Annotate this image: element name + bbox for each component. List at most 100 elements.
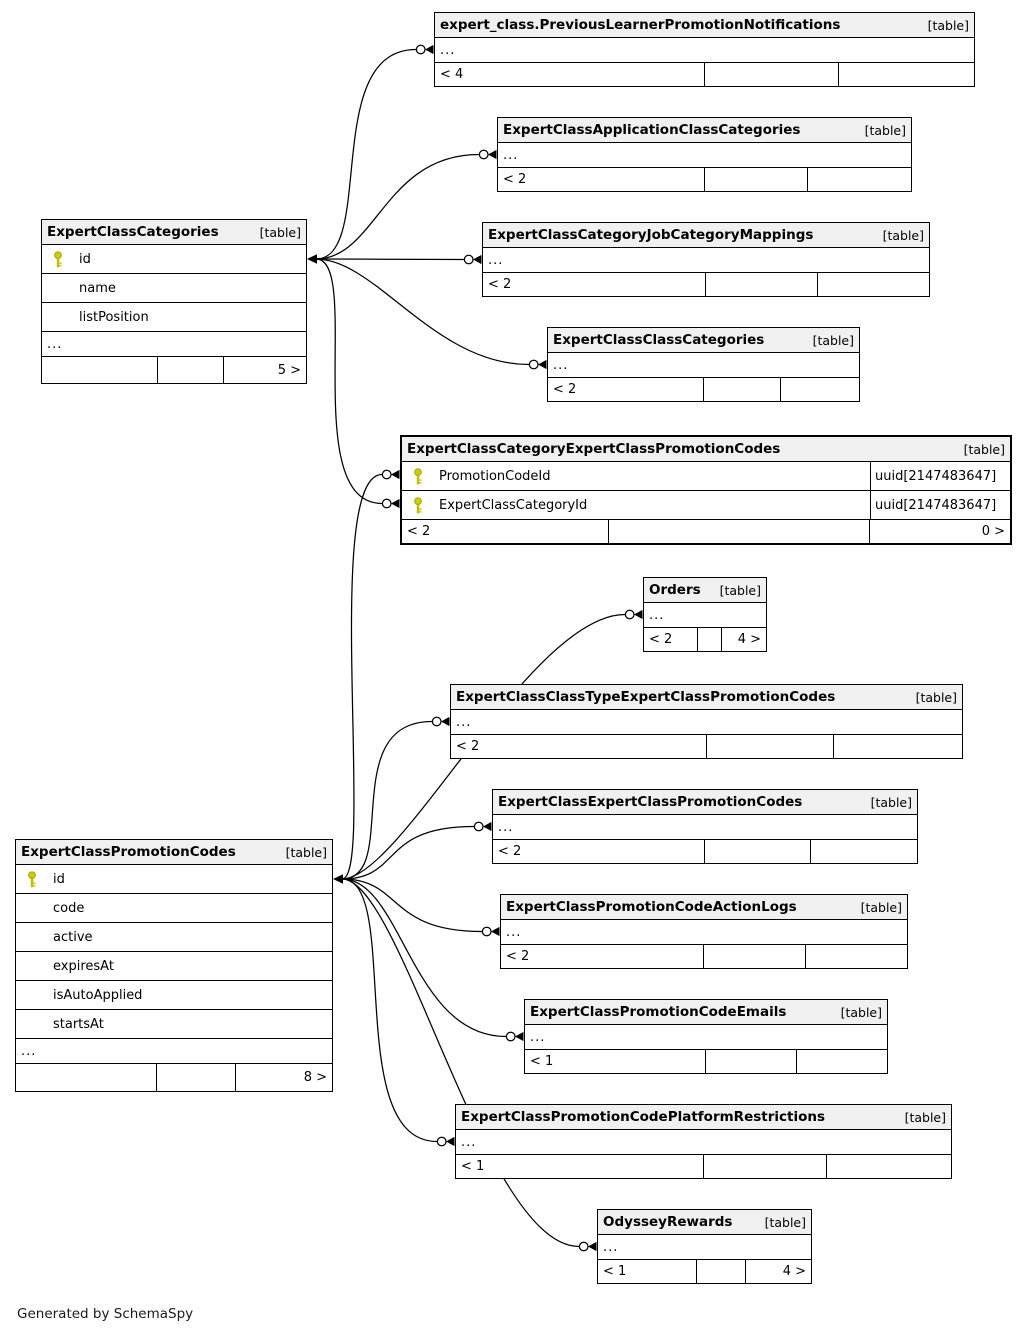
table-header: Orders [table] bbox=[644, 578, 766, 603]
table-odyssey-rewards[interactable]: OdysseyRewards [table] ... < 1 4 > bbox=[597, 1209, 812, 1284]
footer-left: < 2 bbox=[451, 735, 707, 758]
footer-row: < 4 bbox=[435, 63, 974, 86]
ellipsis-row: ... bbox=[435, 38, 974, 63]
footer-right bbox=[834, 735, 962, 758]
ellipsis-row: ... bbox=[498, 143, 911, 168]
table-tag: [table] bbox=[764, 1214, 806, 1230]
table-expert-class-category-expert-class-promotion-codes[interactable]: ExpertClassCategoryExpertClassPromotionC… bbox=[400, 435, 1012, 545]
footer-row: < 2 bbox=[483, 273, 929, 296]
footer-row: 8 > bbox=[16, 1064, 332, 1091]
footer-row: 5 > bbox=[42, 357, 306, 383]
relationship-curve bbox=[341, 878, 438, 1143]
ellipsis-row: ... bbox=[644, 603, 766, 628]
table-title: ExpertClassApplicationClassCategories bbox=[503, 122, 801, 138]
table-orders[interactable]: Orders [table] ... < 2 4 > bbox=[643, 577, 767, 652]
relationship-circle bbox=[478, 149, 489, 160]
relationship-arrowhead bbox=[588, 1241, 597, 1252]
footer-mid bbox=[704, 1155, 828, 1178]
table-title: ExpertClassPromotionCodes bbox=[21, 844, 236, 860]
relationship-curve bbox=[315, 258, 383, 505]
footer-mid bbox=[705, 840, 811, 863]
footer-row: < 2 bbox=[493, 840, 917, 863]
table-header: ExpertClassPromotionCodes [table] bbox=[16, 840, 332, 865]
footer-mid bbox=[705, 63, 840, 86]
footer-right: 0 > bbox=[981, 524, 1005, 539]
relationship-curve bbox=[315, 153, 480, 260]
relationship-circle bbox=[481, 926, 492, 937]
footer-left: < 1 bbox=[525, 1050, 706, 1073]
table-tag: [table] bbox=[840, 1004, 882, 1020]
footer-mid bbox=[706, 1050, 797, 1073]
table-tag: [table] bbox=[927, 17, 969, 33]
relationship-circle bbox=[415, 44, 426, 55]
table-header: ExpertClassPromotionCodePlatformRestrict… bbox=[456, 1105, 951, 1130]
relationship-circle bbox=[473, 821, 484, 832]
footer-left: < 4 bbox=[435, 63, 705, 86]
table-expert-class-expert-class-promotion-codes[interactable]: ExpertClassExpertClassPromotionCodes [ta… bbox=[492, 789, 918, 864]
table-expert-class-category-job-category-mappings[interactable]: ExpertClassCategoryJobCategoryMappings [… bbox=[482, 222, 930, 297]
footer-left: < 2 bbox=[644, 628, 698, 651]
relationship-circle bbox=[578, 1241, 589, 1252]
footer-right bbox=[781, 378, 859, 401]
table-expert-class-class-categories[interactable]: ExpertClassClassCategories [table] ... <… bbox=[547, 327, 860, 402]
footer-left bbox=[16, 1064, 157, 1091]
footer-mid bbox=[698, 628, 723, 651]
table-title: ExpertClassCategoryExpertClassPromotionC… bbox=[407, 441, 781, 457]
table-header: ExpertClassCategoryExpertClassPromotionC… bbox=[402, 437, 1010, 462]
table-title: expert_class.PreviousLearnerPromotionNot… bbox=[440, 17, 841, 33]
footer-right: 5 > bbox=[277, 362, 301, 378]
table-tag: [table] bbox=[904, 1109, 946, 1125]
footer-mid bbox=[707, 735, 835, 758]
relationship-arrowhead bbox=[634, 609, 643, 620]
column-row: PromotionCodeId uuid[2147483647] bbox=[402, 462, 1010, 491]
table-header: ExpertClassApplicationClassCategories [t… bbox=[498, 118, 911, 143]
footer-row: < 1 bbox=[456, 1155, 951, 1178]
footer-left: < 1 bbox=[456, 1155, 704, 1178]
table-expert-class-promotion-code-platform-restrictions[interactable]: ExpertClassPromotionCodePlatformRestrict… bbox=[455, 1104, 952, 1179]
table-expert-class-class-type-expert-class-promotion-codes[interactable]: ExpertClassClassTypeExpertClassPromotion… bbox=[450, 684, 963, 759]
table-expert-class-promotion-code-action-logs[interactable]: ExpertClassPromotionCodeActionLogs [tabl… bbox=[500, 894, 908, 969]
primary-key-icon bbox=[414, 496, 422, 513]
relationship-arrowhead bbox=[473, 254, 482, 265]
footer-row: < 2 4 > bbox=[644, 628, 766, 651]
ellipsis-row: ... bbox=[493, 815, 917, 840]
footer-row: < 1 bbox=[525, 1050, 887, 1073]
column-name: active bbox=[53, 929, 93, 945]
ellipsis-row: ... bbox=[598, 1235, 811, 1260]
relationship-circle bbox=[528, 359, 539, 370]
column-name: id bbox=[53, 871, 65, 887]
footer-row: < 2 0 > bbox=[402, 520, 1010, 543]
column-name: PromotionCodeId bbox=[439, 468, 551, 484]
footer-mid bbox=[158, 357, 225, 383]
table-previous-learner-promotion-notifications[interactable]: expert_class.PreviousLearnerPromotionNot… bbox=[434, 12, 975, 87]
column-row: ExpertClassCategoryId uuid[2147483647] bbox=[402, 491, 1010, 520]
footer-right bbox=[808, 168, 911, 191]
table-expert-class-application-class-categories[interactable]: ExpertClassApplicationClassCategories [t… bbox=[497, 117, 912, 192]
footer-left: < 2 bbox=[402, 520, 609, 543]
table-tag: [table] bbox=[860, 899, 902, 915]
relationship-arrowhead bbox=[446, 1136, 455, 1147]
table-title: ExpertClassClassCategories bbox=[553, 332, 765, 348]
relationship-circle bbox=[381, 469, 392, 480]
relationship-arrowhead bbox=[391, 498, 400, 509]
relationship-arrowhead bbox=[441, 716, 450, 727]
footer-row: < 2 bbox=[548, 378, 859, 401]
table-expert-class-promotion-code-emails[interactable]: ExpertClassPromotionCodeEmails [table] .… bbox=[524, 999, 888, 1074]
primary-key-icon bbox=[414, 467, 422, 484]
table-expert-class-categories[interactable]: ExpertClassCategories [table] id name li… bbox=[41, 219, 307, 384]
footer-right bbox=[839, 63, 974, 86]
relationship-circle bbox=[436, 1136, 447, 1147]
table-expert-class-promotion-codes[interactable]: ExpertClassPromotionCodes [table] id cod… bbox=[15, 839, 333, 1092]
column-row: id bbox=[16, 865, 332, 894]
table-title: Orders bbox=[649, 582, 701, 598]
table-header: ExpertClassExpertClassPromotionCodes [ta… bbox=[493, 790, 917, 815]
table-header: ExpertClassCategories [table] bbox=[42, 220, 306, 245]
footer-mid bbox=[704, 378, 782, 401]
column-name: code bbox=[53, 900, 85, 916]
ellipsis-row: ... bbox=[451, 710, 962, 735]
column-name: listPosition bbox=[79, 309, 149, 325]
ellipsis-row: ... bbox=[16, 1039, 332, 1064]
footer-mid bbox=[706, 273, 818, 296]
table-title: ExpertClassPromotionCodePlatformRestrict… bbox=[461, 1109, 825, 1125]
table-header: ExpertClassPromotionCodeEmails [table] bbox=[525, 1000, 887, 1025]
